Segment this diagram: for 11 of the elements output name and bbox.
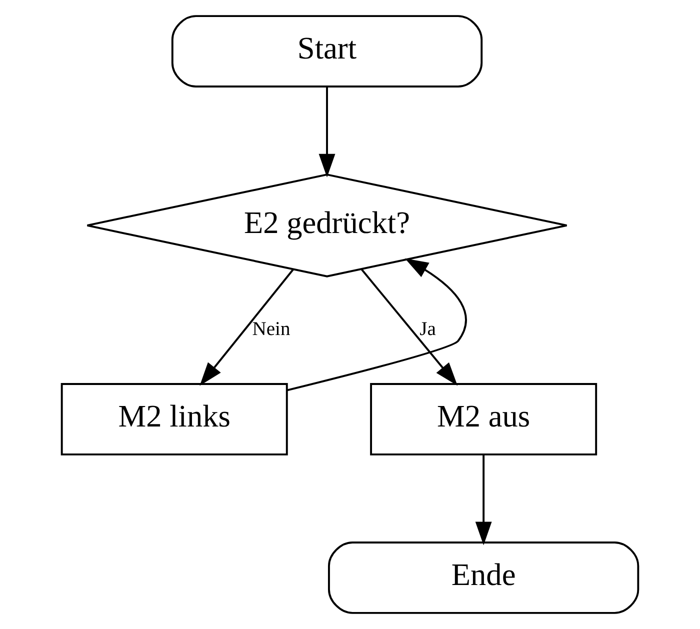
arrow	[287, 258, 467, 392]
arrow	[318, 86, 336, 178]
edge-label: Nein	[252, 319, 290, 340]
node-box: M2 links	[60, 383, 288, 456]
node-box: M2 aus	[370, 383, 598, 456]
node-box: Ende	[328, 542, 640, 614]
arrow	[200, 268, 294, 386]
edge-label: Ja	[420, 319, 436, 340]
node-box: Start	[171, 15, 483, 88]
arrow	[360, 268, 458, 386]
arrow	[475, 454, 492, 546]
